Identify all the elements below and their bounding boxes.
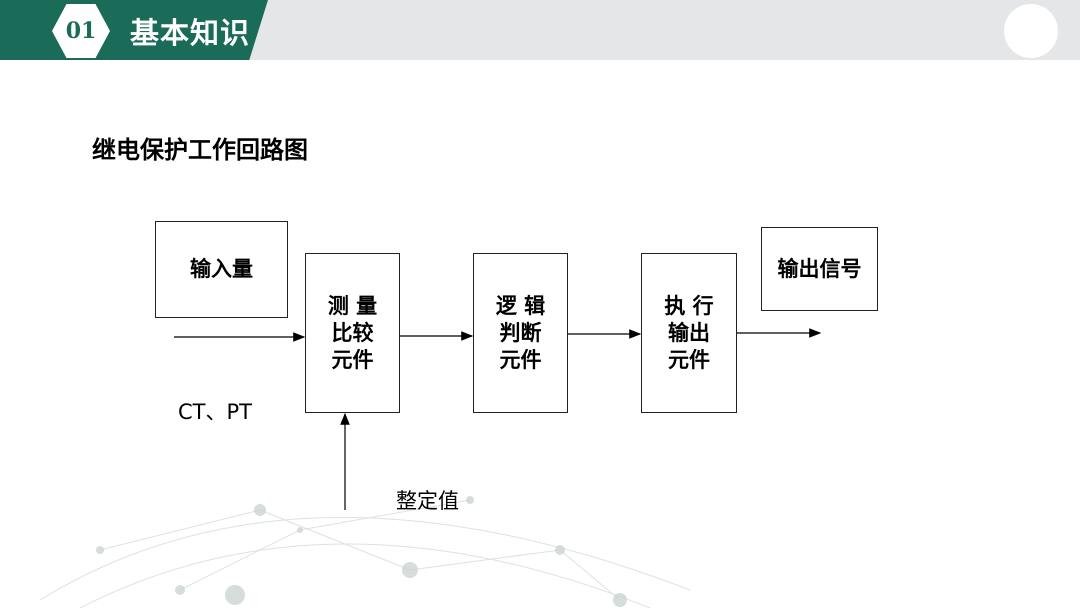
ct-pt-label: CT、PT bbox=[178, 400, 252, 424]
header-bar: 01 基本知识 bbox=[0, 0, 1080, 60]
measure-compare-box: 测 量 比较 元件 bbox=[305, 253, 400, 413]
input-quantity-box: 输入量 bbox=[155, 221, 288, 318]
section-title: 基本知识 bbox=[130, 16, 251, 50]
output-signal-box: 输出信号 bbox=[761, 227, 878, 311]
logic-judge-label: 逻 辑 判断 元件 bbox=[495, 293, 546, 372]
header-accent bbox=[0, 0, 268, 60]
output-signal-label: 输出信号 bbox=[777, 256, 862, 281]
page-title: 继电保护工作回路图 bbox=[92, 136, 308, 164]
measure-compare-label: 测 量 比较 元件 bbox=[327, 293, 378, 372]
setting-value-label: 整定值 bbox=[396, 489, 459, 513]
execute-output-box: 执 行 输出 元件 bbox=[641, 253, 737, 413]
header-circle-decoration bbox=[1004, 4, 1058, 58]
input-quantity-label: 输入量 bbox=[190, 257, 253, 281]
network-background-decoration bbox=[39, 496, 691, 608]
section-number: 01 bbox=[65, 18, 97, 44]
execute-output-label: 执 行 输出 元件 bbox=[664, 293, 714, 372]
logic-judge-box: 逻 辑 判断 元件 bbox=[473, 253, 568, 413]
